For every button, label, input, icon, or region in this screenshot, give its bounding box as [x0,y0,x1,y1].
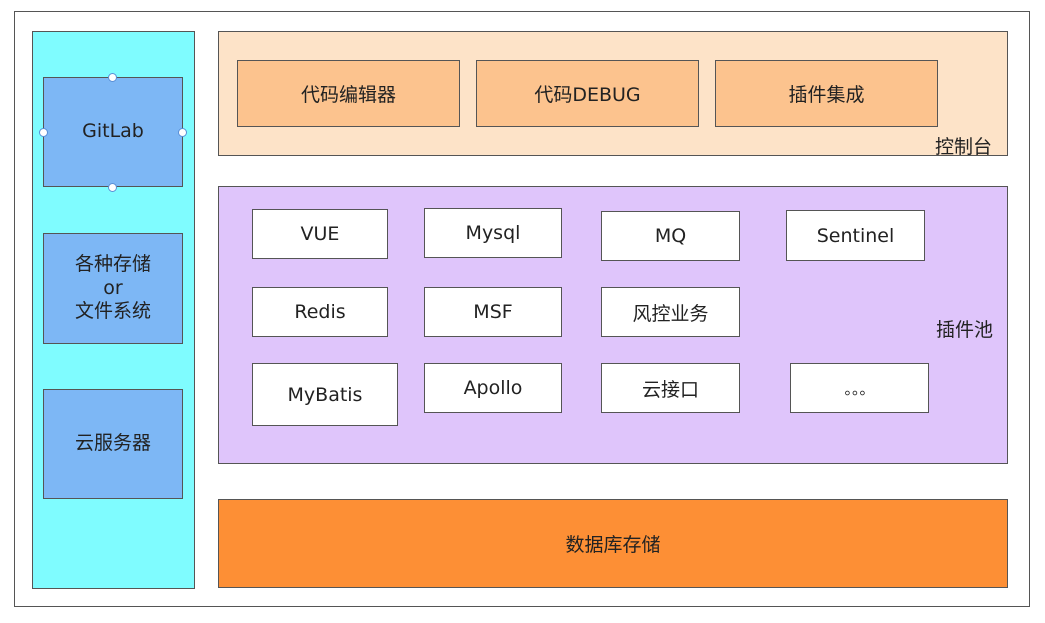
gitlab-label: GitLab [82,120,144,143]
plugin-more[interactable]: 。。。 [790,363,929,413]
selection-handle-right[interactable] [178,128,187,137]
database-storage-label: 数据库存储 [565,534,661,556]
selection-handle-left[interactable] [39,128,48,137]
plugin-sentinel-label: Sentinel [816,224,895,247]
plugin-apollo-label: Apollo [463,377,523,399]
code-editor-label: 代码编辑器 [300,84,396,106]
gitlab-box[interactable]: GitLab [43,77,183,187]
cloud-server-box[interactable]: 云服务器 [43,389,183,499]
console-label: 控制台 [935,136,993,158]
plugin-redis[interactable]: Redis [252,287,388,337]
plugin-vue-label: VUE [300,223,340,245]
code-debug-box[interactable]: 代码DEBUG [476,60,699,127]
plugin-mybatis-label: MyBatis [287,383,363,406]
plugin-msf[interactable]: MSF [424,287,562,337]
code-editor-box[interactable]: 代码编辑器 [237,60,460,127]
plugin-apollo[interactable]: Apollo [424,363,562,413]
plugin-mybatis[interactable]: MyBatis [252,363,398,426]
storage-label-line3: 文件系统 [74,300,151,323]
selection-handle-bottom[interactable] [108,183,117,192]
plugin-cloud-api[interactable]: 云接口 [601,363,740,413]
diagram-frame [14,11,1030,607]
storage-box[interactable]: 各种存储 or 文件系统 [43,233,183,344]
database-storage-panel[interactable]: 数据库存储 [218,499,1008,588]
plugin-mq-label: MQ [654,225,687,247]
plugin-risk-control-label: 风控业务 [632,302,709,325]
plugin-cloud-api-label: 云接口 [641,378,699,401]
code-debug-label: 代码DEBUG [534,84,641,106]
plugin-more-label: 。。。 [844,379,875,398]
selection-handle-top[interactable] [108,73,117,82]
plugin-vue[interactable]: VUE [252,209,388,259]
plugin-mysql[interactable]: Mysql [424,208,562,258]
plugin-msf-label: MSF [473,301,513,323]
storage-label-line1: 各种存储 [74,252,151,275]
storage-label-line2: or [103,276,123,299]
plugin-redis-label: Redis [294,301,346,323]
plugin-integration-box[interactable]: 插件集成 [715,60,938,127]
cloud-server-label: 云服务器 [74,432,151,455]
plugin-sentinel[interactable]: Sentinel [786,210,925,261]
plugin-mq[interactable]: MQ [601,211,740,261]
plugin-risk-control[interactable]: 风控业务 [601,287,740,337]
plugin-pool-label: 插件池 [936,319,994,341]
plugin-mysql-label: Mysql [465,222,521,244]
plugin-integration-label: 插件集成 [788,84,865,106]
